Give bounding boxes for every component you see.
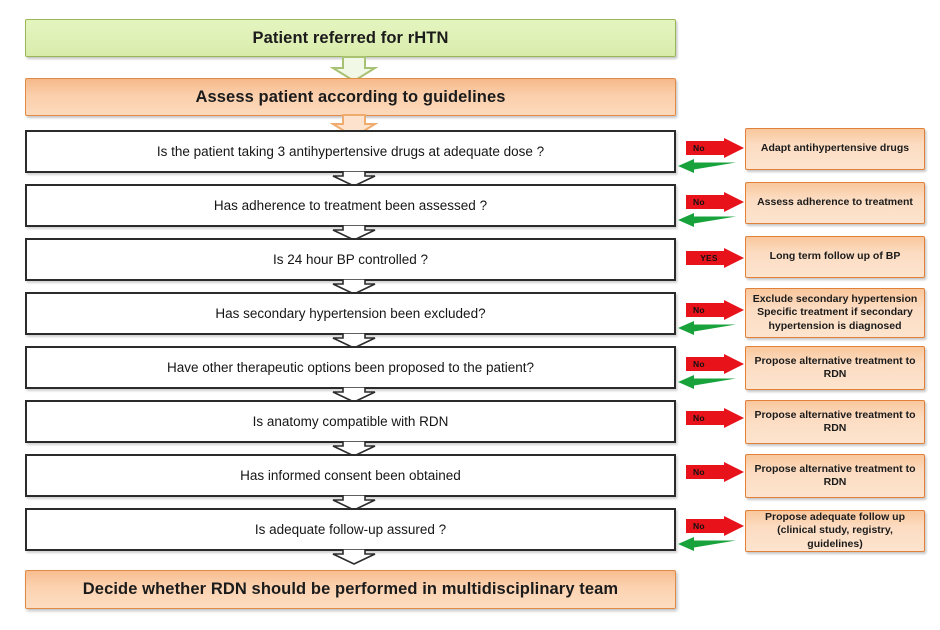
decision-box[interactable]: Has informed consent been obtained <box>25 454 676 497</box>
end-node-decide-rdn: Decide whether RDN should be performed i… <box>25 570 676 609</box>
decision-box-label: Has adherence to treatment been assessed… <box>213 198 488 213</box>
return-arrow-green <box>678 321 736 335</box>
action-box-label: Long term follow up of BP <box>769 250 901 263</box>
decision-box[interactable]: Is anatomy compatible with RDN <box>25 400 676 443</box>
red-arrow-icon <box>686 408 744 428</box>
red-arrow-icon <box>686 138 744 158</box>
decision-box[interactable]: Is adequate follow-up assured ? <box>25 508 676 551</box>
red-arrow-icon <box>686 300 744 320</box>
red-arrow-icon <box>686 354 744 374</box>
decision-box-label: Is anatomy compatible with RDN <box>252 414 449 429</box>
return-arrow-green <box>678 159 736 173</box>
connector-arrow-down <box>332 549 376 565</box>
return-arrow-green <box>678 537 736 551</box>
branch-arrow-no: No <box>686 354 744 374</box>
action-box[interactable]: Propose adequate follow up(clinical stud… <box>745 510 925 552</box>
start-node-patient-referred: Patient referred for rHTN <box>25 19 676 57</box>
decision-box[interactable]: Is the patient taking 3 antihypertensive… <box>25 130 676 173</box>
green-arrow-icon <box>678 537 736 551</box>
return-arrow-green <box>678 213 736 227</box>
green-arrow-icon <box>678 321 736 335</box>
decision-box-label: Is adequate follow-up assured ? <box>254 522 447 537</box>
branch-arrow-no: No <box>686 192 744 212</box>
green-arrow-icon <box>678 159 736 173</box>
decision-box[interactable]: Is 24 hour BP controlled ? <box>25 238 676 281</box>
decision-box-label: Has informed consent been obtained <box>240 468 461 483</box>
action-box-label: Propose adequate follow up(clinical stud… <box>764 510 905 550</box>
action-box[interactable]: Adapt antihypertensive drugs <box>745 128 925 170</box>
branch-arrow-no: No <box>686 408 744 428</box>
red-arrow-icon <box>686 516 744 536</box>
return-arrow-green <box>678 375 736 389</box>
action-box-label: Adapt antihypertensive drugs <box>760 142 910 155</box>
branch-arrow-yes: YES <box>686 248 744 268</box>
decision-box-label: Is the patient taking 3 antihypertensive… <box>156 144 545 159</box>
decision-box[interactable]: Has secondary hypertension been excluded… <box>25 292 676 335</box>
action-box[interactable]: Long term follow up of BP <box>745 236 925 278</box>
decision-box-label: Is 24 hour BP controlled ? <box>272 252 429 267</box>
branch-arrow-no: No <box>686 300 744 320</box>
branch-arrow-no: No <box>686 138 744 158</box>
branch-arrow-no: No <box>686 516 744 536</box>
green-arrow-icon <box>678 375 736 389</box>
decision-box-label: Has secondary hypertension been excluded… <box>215 306 486 321</box>
red-arrow-icon <box>686 192 744 212</box>
assess-node-guidelines: Assess patient according to guidelines <box>25 78 676 116</box>
red-arrow-icon <box>686 462 744 482</box>
branch-arrow-no: No <box>686 462 744 482</box>
action-box[interactable]: Assess adherence to treatment <box>745 182 925 224</box>
decision-box[interactable]: Has adherence to treatment been assessed… <box>25 184 676 227</box>
decision-box[interactable]: Have other therapeutic options been prop… <box>25 346 676 389</box>
red-arrow-icon <box>686 248 744 268</box>
green-arrow-icon <box>678 213 736 227</box>
action-box-label: Assess adherence to treatment <box>757 196 913 209</box>
decision-box-label: Have other therapeutic options been prop… <box>166 360 534 375</box>
